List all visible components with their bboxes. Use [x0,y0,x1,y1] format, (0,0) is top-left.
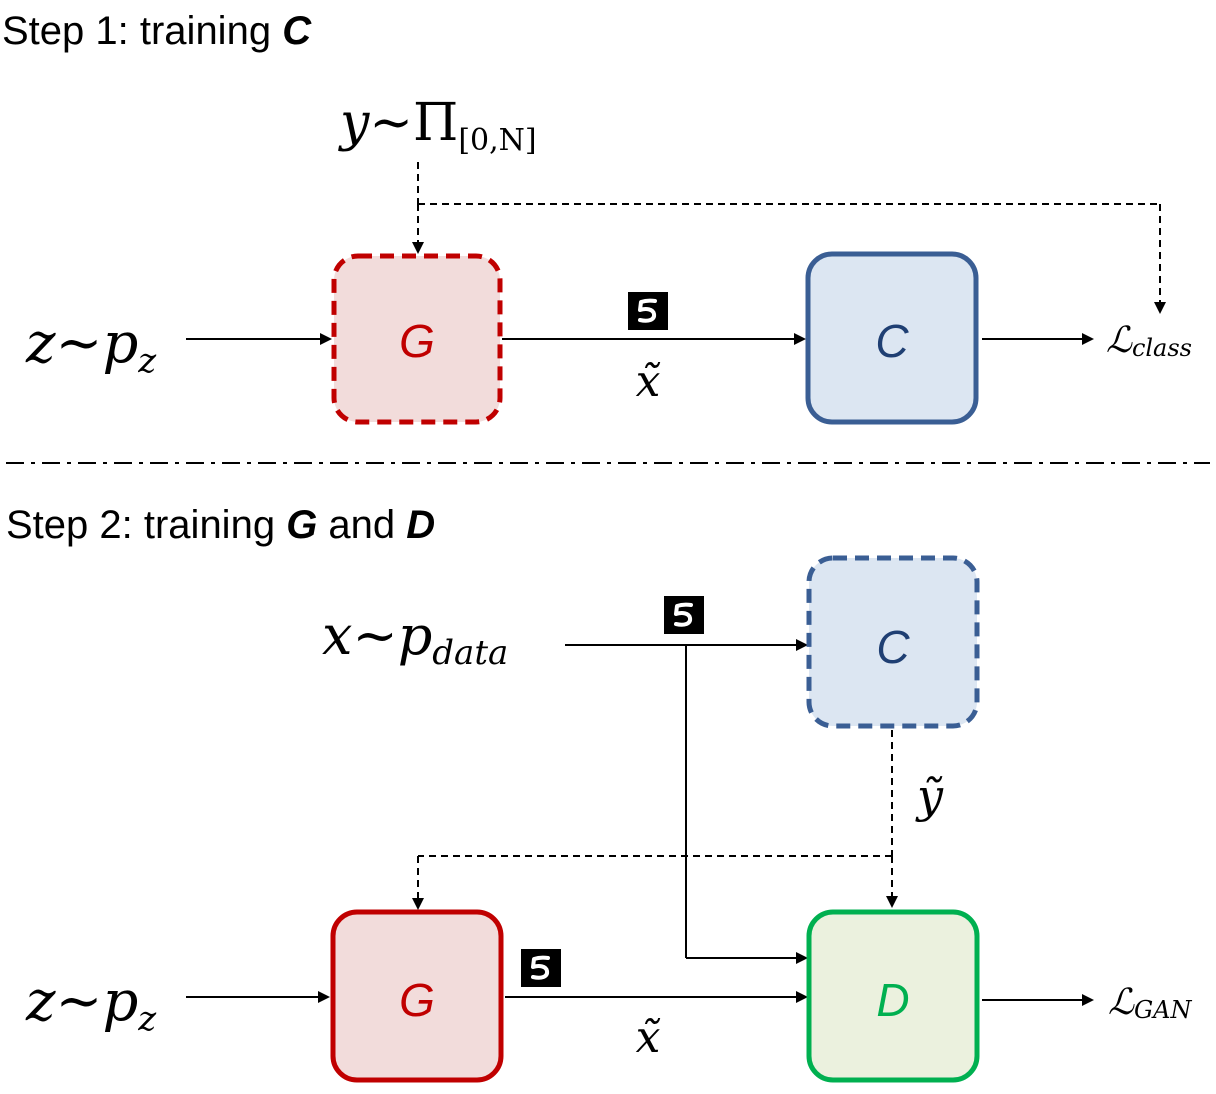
step2-noise-distribution: z~pz [25,969,157,1039]
step1-generator-box [331,253,503,425]
step2-gan-loss: ℒGAN [1108,982,1192,1024]
step1-digit-thumbnail-icon [626,290,670,332]
step1-classification-loss: ℒclass [1106,320,1192,362]
step2-discriminator-label: D [876,974,909,1026]
step2-generated-sample-label: x̃ [636,1012,661,1063]
step2-title: Step 2: training G and D [6,503,435,547]
step2-digit-thumbnail-icon-generated [519,947,563,989]
step2-predicted-label: ỹ [915,769,944,823]
step1-label-label-distribution: y~Π[0,N] [338,93,537,158]
step2-digit-thumbnail-icon [662,594,706,636]
step2-generator-box [330,909,504,1083]
step1-classifier-box [805,251,979,425]
step2-generator-label: G [399,974,435,1026]
step1-generated-sample-label: x̃ [636,356,661,407]
step1-noise-distribution: z~pz [25,311,157,381]
step1-title: Step 1: training C [2,9,312,53]
step1-classifier-label: C [875,315,909,367]
step2-discriminator-box [806,909,980,1083]
step2-data-distribution: x~pdata [322,604,508,673]
step2-classifier-box [806,555,980,729]
step2-classifier-label: C [876,621,910,673]
step1-generator-label: G [399,315,435,367]
